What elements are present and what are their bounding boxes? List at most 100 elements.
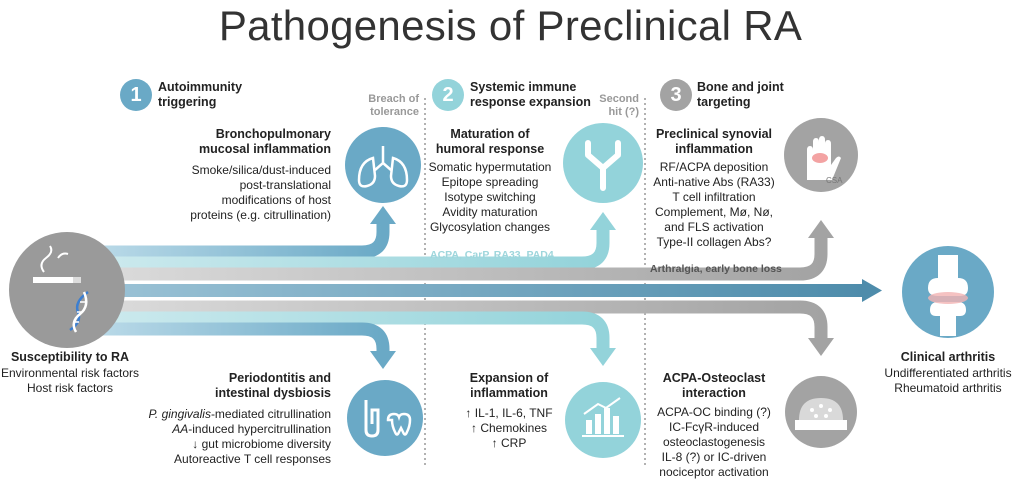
list-item: Avidity maturation <box>442 205 538 219</box>
list-item: Smoke/silica/dust-induced <box>191 163 331 177</box>
heading-line: Maturation of <box>450 127 530 141</box>
heading-line: Periodontitis and <box>228 371 331 385</box>
list-item: RF/ACPA deposition <box>659 160 769 174</box>
main-arrow-shaft <box>90 284 864 297</box>
hand-icon-label: CSA <box>826 176 843 185</box>
list-item: ↑ IL-1, IL-6, TNF <box>465 406 553 420</box>
step-title-line: targeting <box>697 95 751 109</box>
list-item: nociceptor activation <box>659 465 769 479</box>
hand-icon: CSA <box>784 118 858 192</box>
humoral-heading: Maturation of humoral response <box>426 127 554 157</box>
list-item: ACPA-OC binding (?) <box>657 405 771 419</box>
item-text: -induced hypercitrullination <box>188 422 331 436</box>
list-item: IC-FcγR-induced <box>668 420 760 434</box>
bronchopulmonary-block: Bronchopulmonary mucosal inflammation Sm… <box>190 127 331 223</box>
step-title-line: Bone and joint <box>697 80 784 94</box>
list-item: Host risk factors <box>26 381 113 395</box>
item-text: -mediated citrullination <box>210 407 331 421</box>
humoral-block: Maturation of humoral response Somatic h… <box>426 127 554 235</box>
step-2-badge: 2 <box>432 79 464 111</box>
lungs-icon <box>345 127 421 203</box>
periodontitis-block: Periodontitis and intestinal dysbiosis P… <box>148 371 331 467</box>
hit-line: Breach of <box>368 93 419 105</box>
arrowhead <box>808 220 834 238</box>
arrowhead <box>808 338 834 356</box>
gut-tooth-icon <box>347 380 423 456</box>
list-item: AA-induced hypercitrullination <box>148 422 331 437</box>
step-title-line: Systemic immune <box>470 80 577 94</box>
knee-joint-icon <box>902 246 994 338</box>
list-item: post-translational <box>239 178 331 192</box>
arrow-to-lungs <box>90 222 390 259</box>
heading-line: interaction <box>682 386 746 400</box>
osteoclast-heading: ACPA-Osteoclast interaction <box>650 371 778 401</box>
smoking-dna-icon <box>9 232 125 348</box>
breach-of-tolerance-label: Breach of tolerance <box>368 93 419 119</box>
osteoclast-icon <box>785 376 857 448</box>
italic-term: AA <box>172 422 189 436</box>
list-item: ↓ gut microbiome diversity <box>148 437 331 452</box>
heading-line: Bronchopulmonary <box>215 127 331 141</box>
hit-line: hit (?) <box>608 106 639 118</box>
list-item: Complement, Mø, Nø, <box>654 205 774 219</box>
clinical-heading: Clinical arthritis <box>900 350 996 364</box>
step-title-line: Autoimmunity <box>158 80 243 94</box>
arrow-to-osteoclast <box>90 322 390 353</box>
heading-line: inflammation <box>470 386 548 400</box>
step-3-badge: 3 <box>660 79 692 111</box>
list-item: P. gingivalis-mediated citrullination <box>148 407 331 422</box>
step-2-title: Systemic immune response expansion <box>470 80 591 110</box>
list-item: Type-II collagen Abs? <box>656 235 772 249</box>
step-3-title: Bone and joint targeting <box>697 80 784 110</box>
synovial-heading: Preclinical synovial inflammation <box>645 127 783 157</box>
heading-line: Expansion of <box>469 371 549 385</box>
step-title-line: response expansion <box>470 95 591 109</box>
list-item: modifications of host <box>221 193 331 207</box>
list-item: ↑ CRP <box>491 436 527 450</box>
list-item: osteoclastogenesis <box>662 435 766 449</box>
arrowhead <box>370 351 396 369</box>
inflammation-block: Expansion of inflammation ↑ IL-1, IL-6, … <box>460 371 558 451</box>
periodontitis-heading: Periodontitis and intestinal dysbiosis <box>148 371 331 401</box>
susceptibility-items: Environmental risk factors Host risk fac… <box>0 366 140 396</box>
heading-line: mucosal inflammation <box>199 142 331 156</box>
humoral-items: Somatic hypermutation Epitope spreading … <box>426 160 554 235</box>
arrow-to-hand <box>90 236 828 281</box>
biomarkers-label: ACPA, CarP, RA33, PAD4 <box>430 249 554 261</box>
susceptibility-heading: Susceptibility to RA <box>10 350 130 364</box>
inflammation-items: ↑ IL-1, IL-6, TNF ↑ Chemokines ↑ CRP <box>460 406 558 451</box>
arrowhead <box>590 348 616 366</box>
susceptibility-block: Susceptibility to RA Environmental risk … <box>0 350 140 396</box>
list-item: Glycosylation changes <box>429 220 551 234</box>
clinical-block: Clinical arthritis Undifferentiated arth… <box>880 350 1016 396</box>
list-item: Isotype switching <box>444 190 536 204</box>
heading-line: ACPA-Osteoclast <box>662 371 766 385</box>
heading-line: humoral response <box>435 142 545 156</box>
heading-line: intestinal dysbiosis <box>214 386 331 400</box>
list-item: Epitope spreading <box>441 175 539 189</box>
chart-icon <box>565 382 641 458</box>
list-item: ↑ Chemokines <box>470 421 548 435</box>
bronchopulmonary-items: Smoke/silica/dust-induced post-translati… <box>190 163 331 223</box>
arrow-to-chart <box>90 311 610 350</box>
list-item: IL-8 (?) or IC-driven <box>661 450 767 464</box>
step-1-title: Autoimmunity triggering <box>158 80 242 110</box>
osteoclast-items: ACPA-OC binding (?) IC-FcγR-induced oste… <box>650 405 778 480</box>
arrow-to-antibody <box>90 228 610 270</box>
step-1-badge: 1 <box>120 79 152 111</box>
list-item: Environmental risk factors <box>0 366 140 380</box>
list-item: Anti-native Abs (RA33) <box>653 175 775 189</box>
step-title-line: triggering <box>158 95 217 109</box>
list-item: Autoreactive T cell responses <box>148 452 331 467</box>
antibody-icon <box>563 123 643 203</box>
clinical-items: Undifferentiated arthritis Rheumatoid ar… <box>880 366 1016 396</box>
heading-line: inflammation <box>675 142 753 156</box>
synovial-items: RF/ACPA deposition Anti-native Abs (RA33… <box>645 160 783 250</box>
list-item: Rheumatoid arthritis <box>894 381 1002 395</box>
item-text: ↓ gut microbiome diversity <box>192 437 331 451</box>
list-item: proteins (e.g. citrullination) <box>190 208 331 222</box>
main-arrowhead <box>862 279 882 302</box>
second-hit-label: Second hit (?) <box>599 93 639 119</box>
osteoclast-block: ACPA-Osteoclast interaction ACPA-OC bind… <box>650 371 778 480</box>
